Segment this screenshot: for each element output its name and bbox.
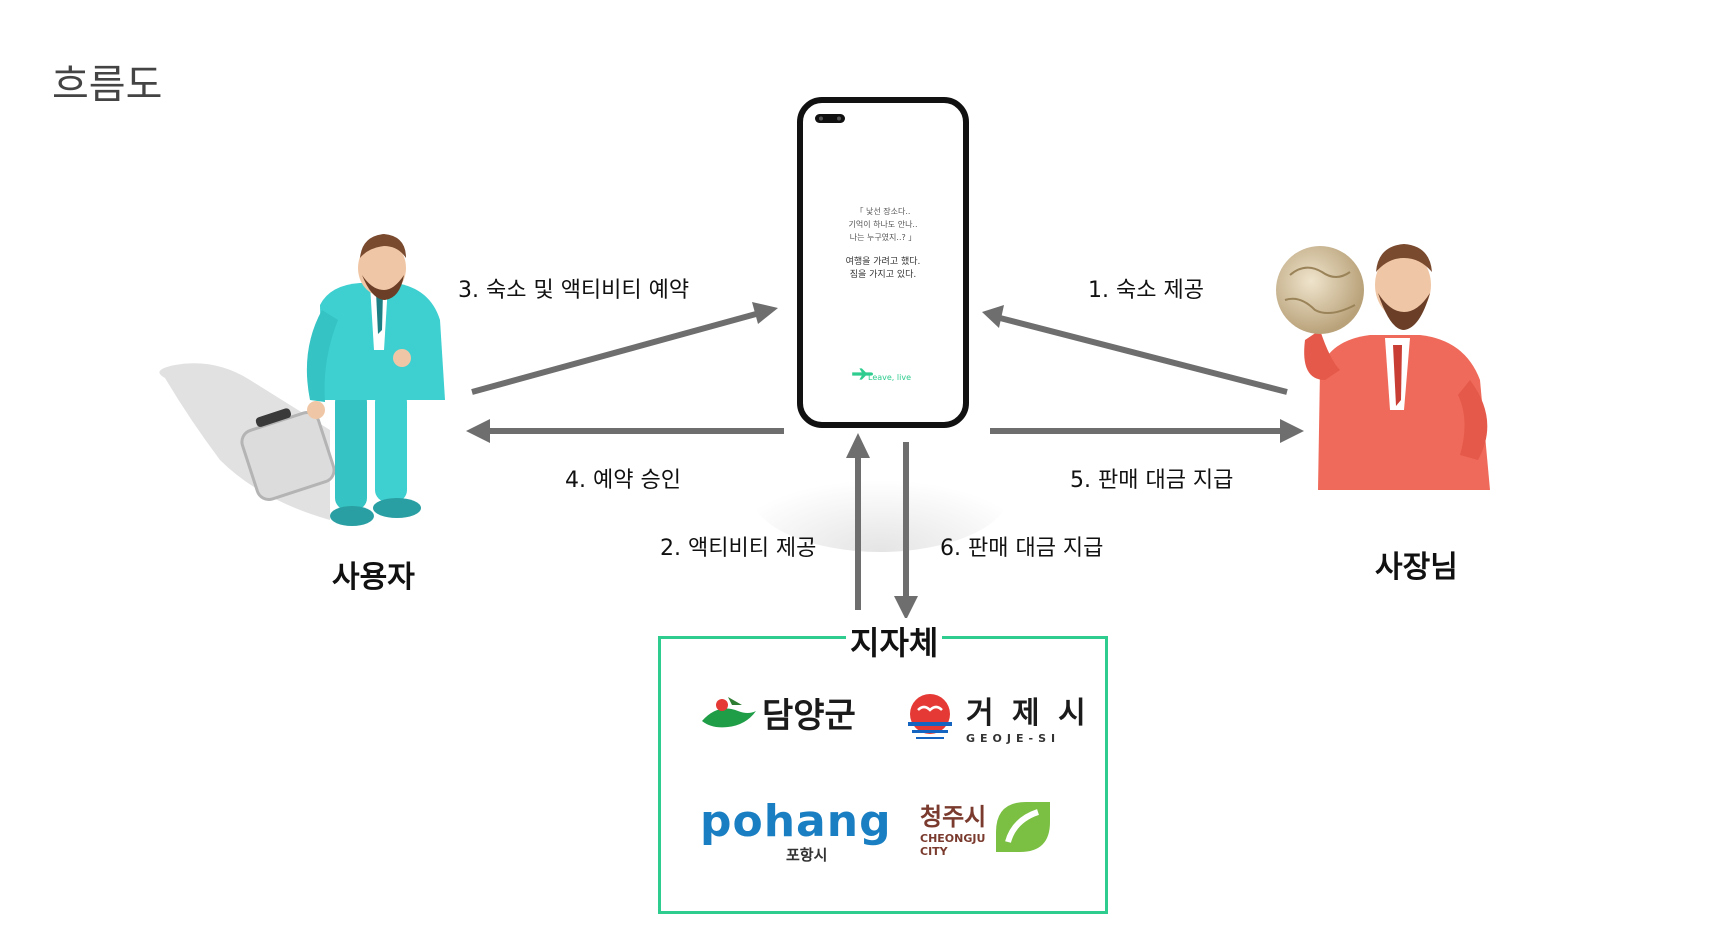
pohang-name-en: pohang bbox=[700, 796, 892, 847]
pohang-name-ko: 포항시 bbox=[786, 846, 828, 864]
arrows bbox=[471, 311, 1288, 610]
phone-line-2: 기억이 하나도 안나.. bbox=[848, 220, 918, 229]
owner-character-illustration bbox=[1276, 244, 1490, 490]
phone-mockup bbox=[797, 97, 969, 428]
arrow-heads bbox=[466, 302, 1304, 620]
phone-shadow bbox=[750, 432, 1010, 552]
geoje-emblem-icon bbox=[908, 693, 952, 739]
flow-label-1: 1. 숙소 제공 bbox=[1088, 278, 1204, 303]
phone-line-5: 짐을 가지고 있다. bbox=[849, 270, 917, 280]
user-character-illustration bbox=[159, 234, 445, 526]
arrowhead-5 bbox=[1280, 419, 1304, 443]
cheongju-name-ko: 청주시 bbox=[920, 802, 987, 831]
flow-label-2: 2. 액티비티 제공 bbox=[660, 536, 817, 561]
phone-camera bbox=[815, 114, 845, 123]
cheongju-leaf-icon bbox=[996, 802, 1051, 852]
arrowhead-3 bbox=[752, 302, 778, 324]
geoje-name-en: GEOJE-SI bbox=[966, 732, 1061, 745]
gov-partners-box bbox=[658, 636, 1108, 914]
damyang-emblem-icon bbox=[702, 696, 756, 727]
phone-line-3: 나는 누구였지..? 」 bbox=[849, 233, 917, 242]
plane-icon bbox=[852, 368, 873, 380]
logo-geoje: 거 제 시 GEOJE-SI bbox=[900, 688, 1090, 745]
phone-brand: Leave, live bbox=[868, 373, 911, 382]
arrowhead-1 bbox=[982, 305, 1004, 328]
flow-label-5: 5. 판매 대금 지급 bbox=[1070, 468, 1234, 493]
phone-line-4: 여행을 가려고 했다. bbox=[845, 257, 921, 267]
role-user: 사용자 bbox=[332, 560, 415, 595]
role-owner: 사장님 bbox=[1375, 550, 1458, 585]
flow-label-3: 3. 숙소 및 액티비티 예약 bbox=[458, 278, 690, 303]
arrowhead-4 bbox=[466, 419, 490, 443]
gov-title: 지자체 bbox=[846, 618, 943, 664]
cheongju-name-en-1: CHEONGJU bbox=[920, 831, 986, 845]
arrow-1-lodging bbox=[999, 315, 1288, 395]
logo-pohang: pohang 포항시 bbox=[700, 800, 892, 865]
geoje-name-ko: 거 제 시 bbox=[966, 696, 1090, 731]
phone-screen-text: 「 낯선 장소다.. 기억이 하나도 안나.. 나는 누구였지..? 」 여행을… bbox=[812, 205, 954, 282]
logo-cheongju: 청주시 CHEONGJU CITY bbox=[920, 796, 1056, 858]
phone-line-1: 「 낯선 장소다.. bbox=[855, 207, 911, 216]
arrowhead-6 bbox=[894, 596, 918, 620]
damyang-name: 담양군 bbox=[762, 696, 856, 736]
flow-label-4: 4. 예약 승인 bbox=[565, 468, 681, 493]
arrow-3-booking bbox=[471, 311, 757, 395]
cheongju-name-en-2: CITY bbox=[920, 844, 948, 858]
page-title: 흐름도 bbox=[52, 62, 163, 108]
globe-icon bbox=[1276, 246, 1364, 334]
flow-label-6: 6. 판매 대금 지급 bbox=[940, 536, 1104, 561]
arrowhead-2 bbox=[846, 433, 870, 458]
logo-damyang: 담양군 bbox=[698, 688, 856, 737]
